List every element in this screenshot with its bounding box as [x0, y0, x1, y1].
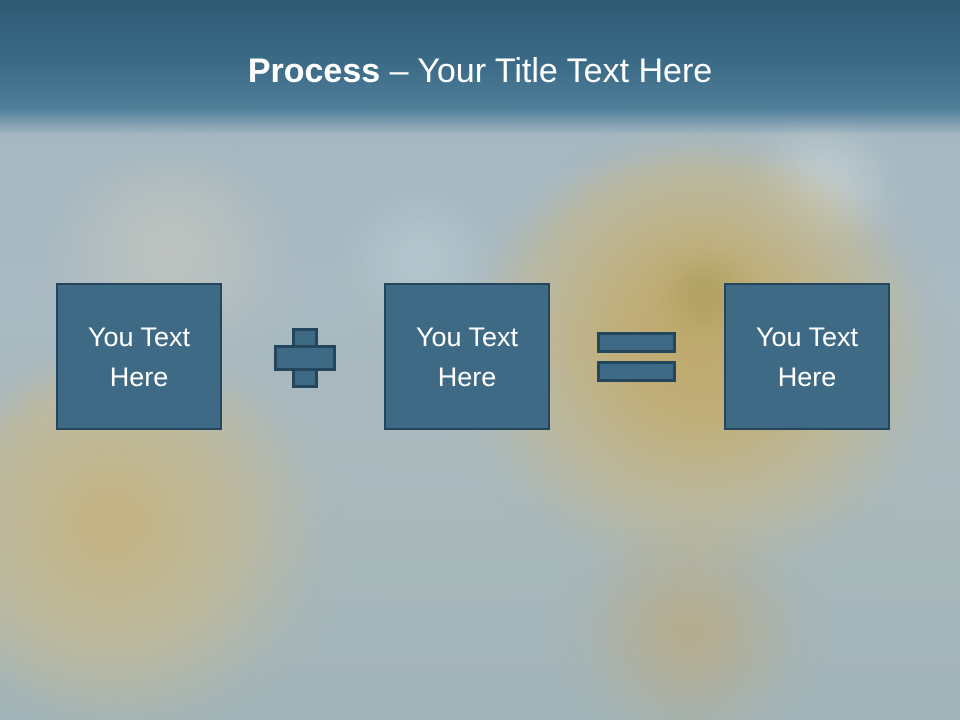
slide-title[interactable]: Process – Your Title Text Here [0, 52, 960, 91]
title-band [0, 0, 960, 135]
process-box-1[interactable]: You Text Here [56, 283, 222, 430]
process-box-2-text: You Text Here [415, 321, 519, 392]
title-bold-text: Process [247, 52, 381, 90]
process-box-1-text: You Text Here [87, 321, 191, 392]
process-box-3-text: You Text Here [755, 321, 859, 392]
process-box-2[interactable]: You Text Here [384, 283, 550, 430]
title-rest-text: – Your Title Text Here [380, 52, 713, 90]
process-box-3[interactable]: You Text Here [724, 283, 890, 430]
